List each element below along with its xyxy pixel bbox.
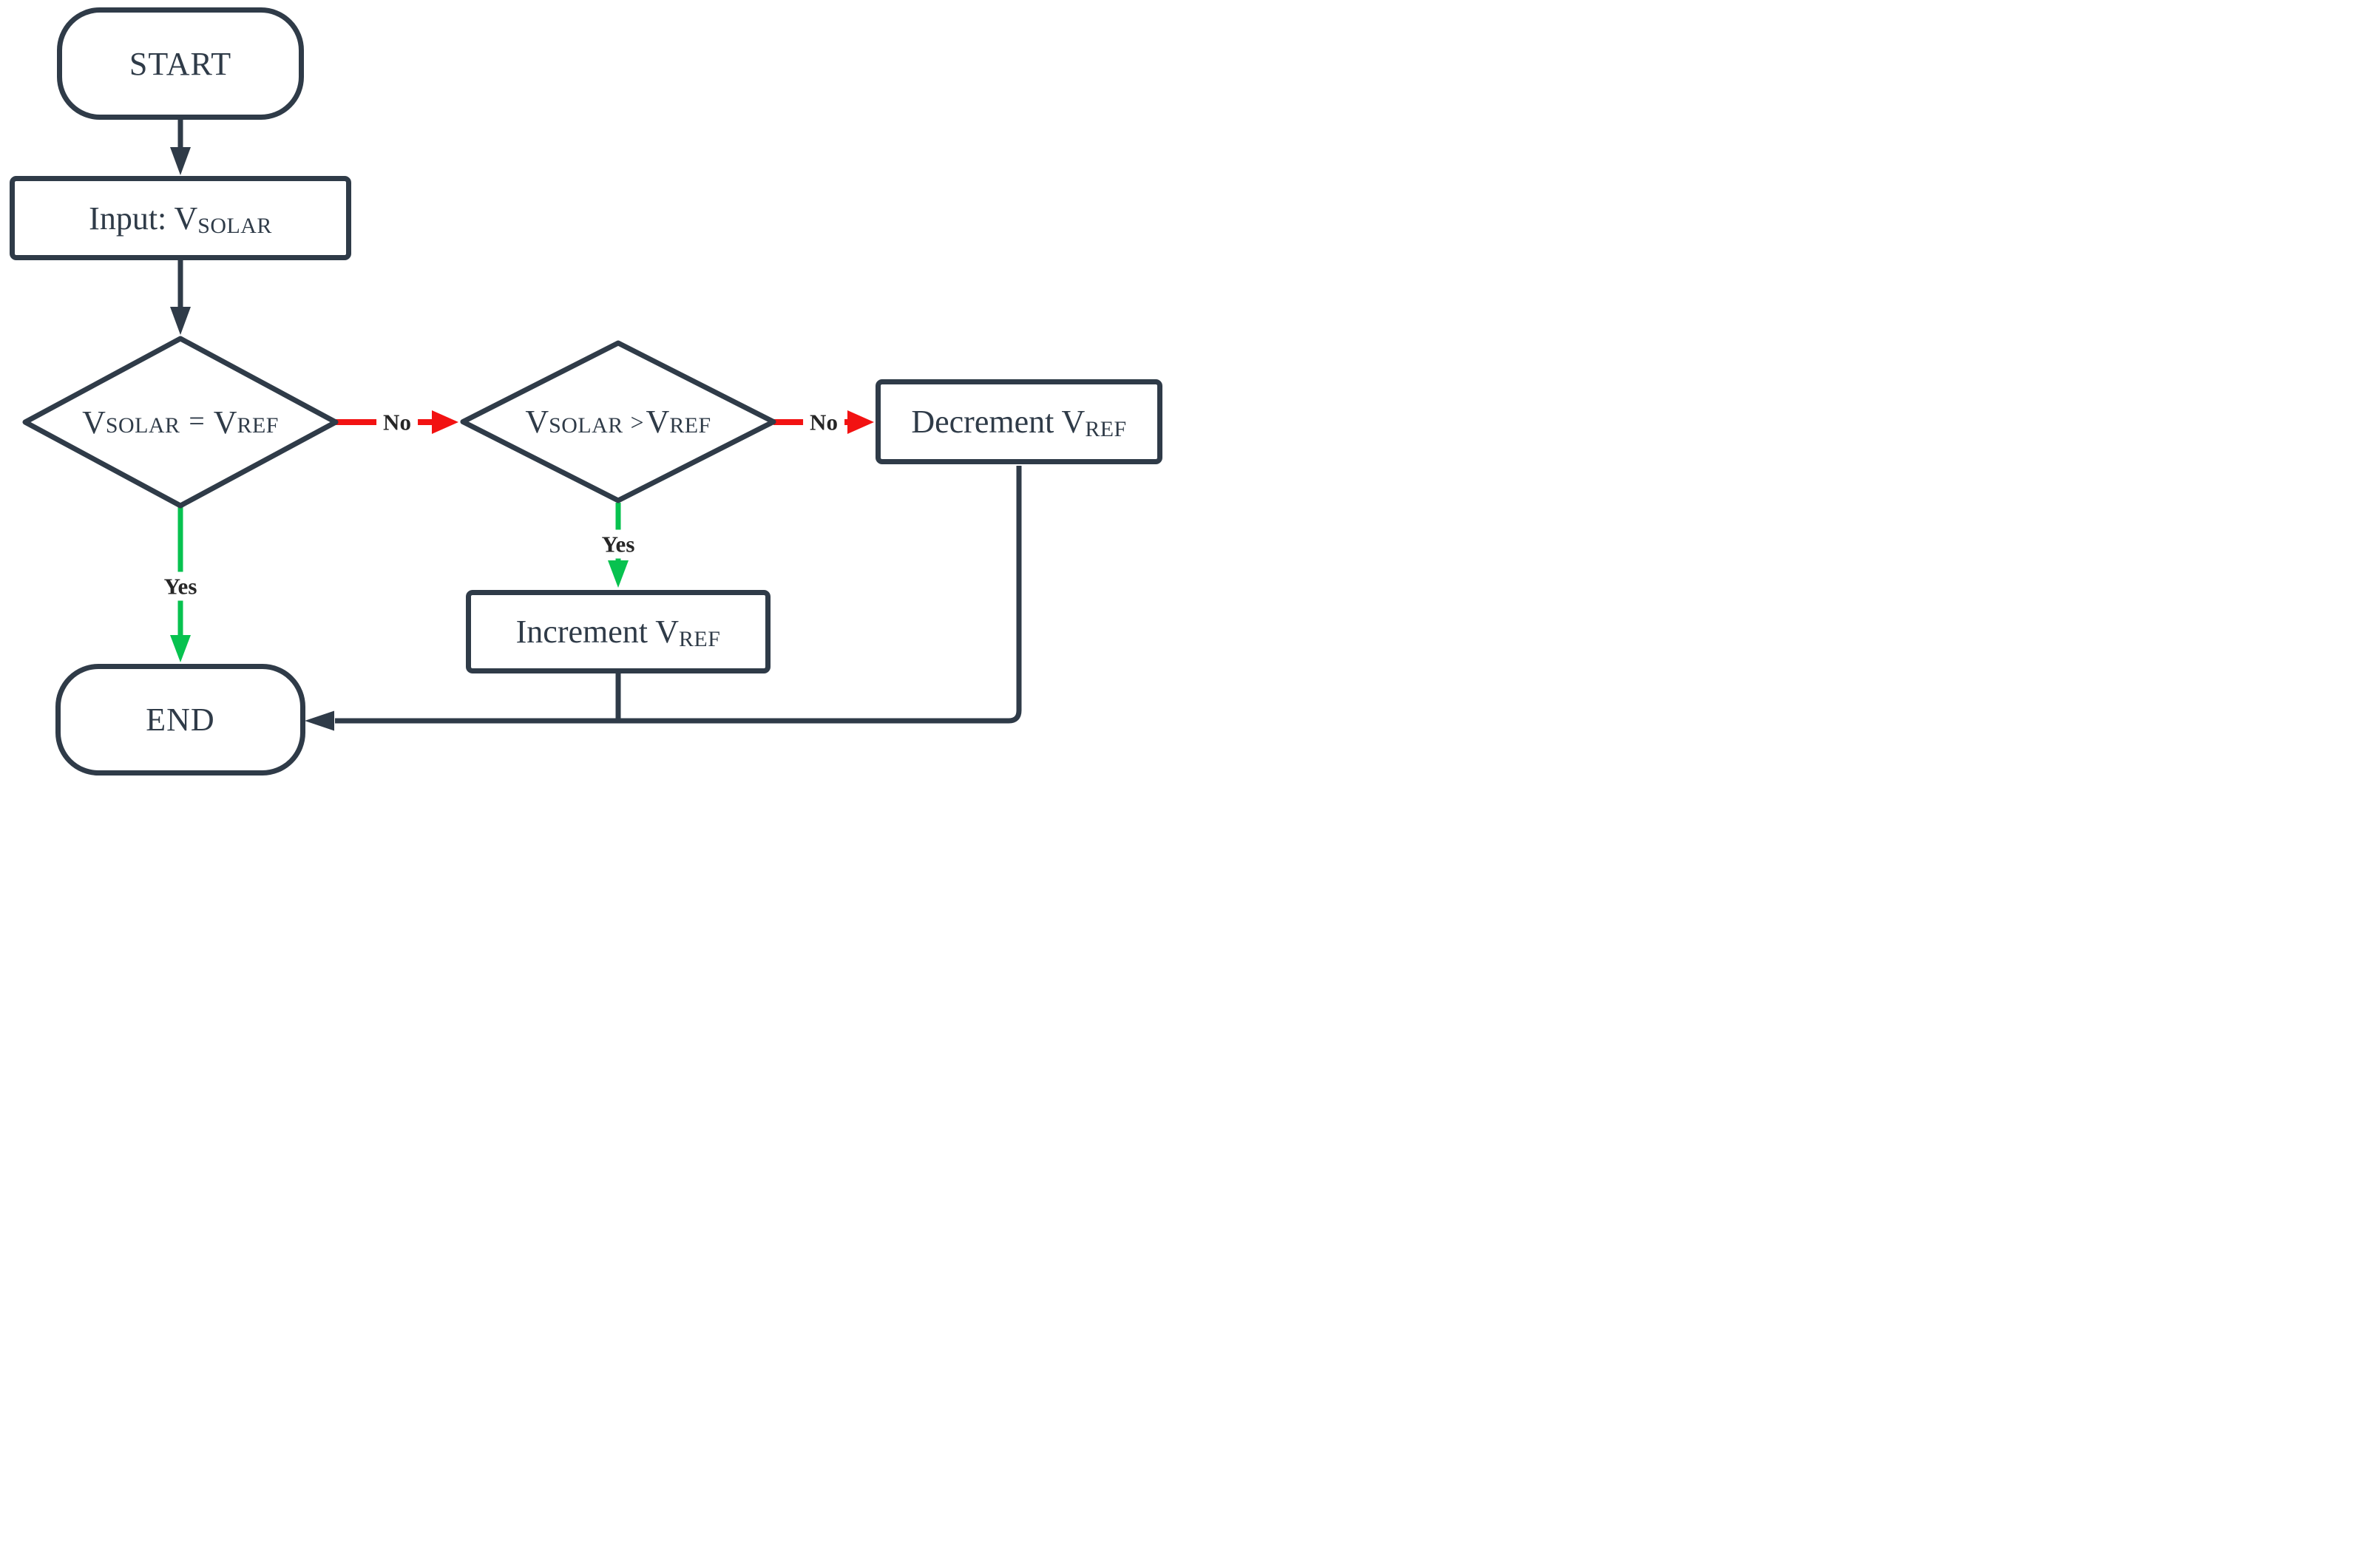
decrement-label: Decrement VREF: [911, 403, 1126, 441]
edge-label-no-equal: No: [376, 407, 418, 437]
input-label-sub: SOLAR: [197, 213, 272, 238]
input-label: Input: VSOLAR: [89, 200, 272, 238]
arrowhead-down-input: [170, 147, 191, 175]
edge-label-yes-greater: Yes: [595, 529, 642, 559]
increment-vref-box: Increment VREF: [466, 590, 771, 673]
arrowhead-down-end: [170, 635, 191, 662]
edge-label-no-greater: No: [803, 407, 844, 437]
increment-label-main: Increment V: [515, 614, 679, 650]
decision-greater-sub2: REF: [669, 413, 711, 438]
decrement-label-sub: REF: [1085, 417, 1127, 442]
edge-start-to-input: [170, 120, 191, 175]
arrowhead-down-decision-equal: [170, 307, 191, 335]
input-vsolar-box: Input: VSOLAR: [10, 176, 351, 260]
arrowhead-right-decision-greater: [432, 410, 458, 434]
start-terminator: START: [57, 7, 304, 120]
increment-label: Increment VREF: [516, 613, 721, 651]
end-terminator: END: [55, 664, 305, 775]
edge-decrement-to-end-line: [335, 466, 1022, 724]
decrement-vref-box: Decrement VREF: [876, 379, 1162, 464]
input-label-main: Input: V: [89, 200, 198, 237]
arrowhead-left-end: [305, 710, 334, 731]
end-label: END: [146, 702, 215, 738]
arrowhead-right-decrement: [847, 410, 874, 434]
decision-equal-v1: V: [82, 404, 106, 441]
decision-equal-diamond: [22, 336, 339, 509]
decision-greater-v2: V: [646, 404, 670, 440]
decrement-label-main: Decrement V: [911, 404, 1086, 440]
increment-label-sub: REF: [678, 627, 721, 652]
edge-yes-decision-equal-to-end: [170, 507, 191, 662]
edge-decrement-to-end: [305, 466, 1022, 731]
decision-greater-v1: V: [525, 404, 549, 440]
decision-equal-shape: [22, 336, 339, 509]
edge-label-yes-equal: Yes: [157, 571, 204, 601]
decision-equal-sub1: SOLAR: [105, 413, 180, 438]
decision-greater-sub1: SOLAR: [549, 413, 623, 438]
decision-equal-op: =: [189, 405, 205, 437]
decision-equal-sub2: REF: [237, 413, 279, 438]
decision-greater-shape: [460, 340, 776, 503]
edge-input-to-decision-equal: [170, 260, 191, 335]
decision-greater-op: >: [630, 410, 644, 436]
decision-equal-v2: V: [213, 404, 237, 441]
start-label: START: [129, 45, 232, 82]
arrowhead-down-increment: [608, 560, 629, 588]
decision-greater-diamond: [460, 340, 776, 503]
